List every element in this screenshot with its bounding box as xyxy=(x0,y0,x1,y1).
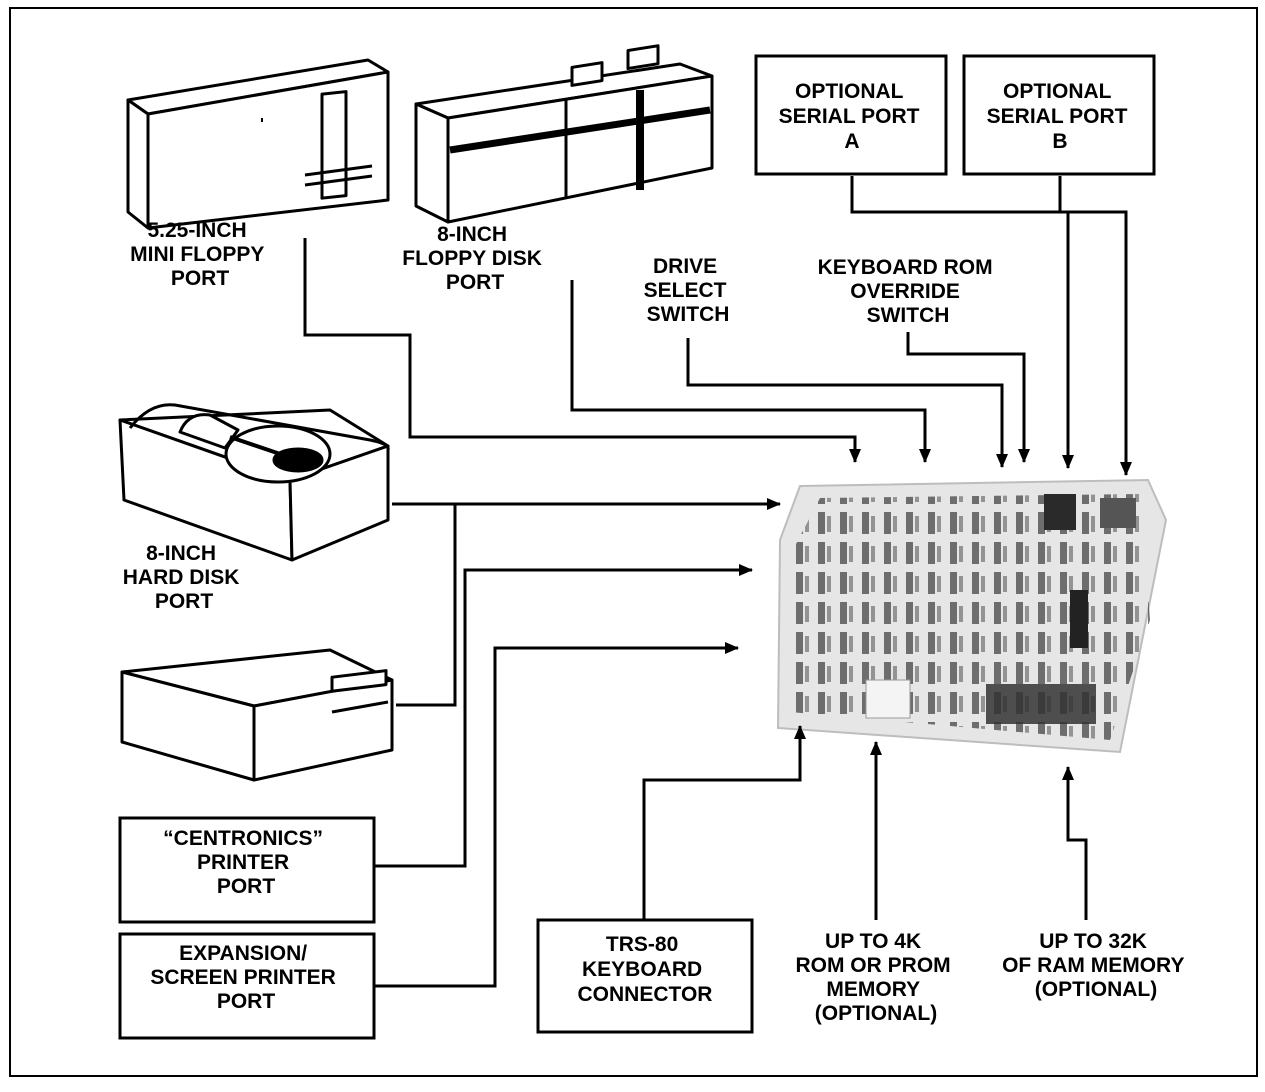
system-unit-illustration xyxy=(120,648,394,782)
centronics-port-box xyxy=(118,816,376,924)
rom-memory-label-line-3: MEMORY xyxy=(826,978,920,1001)
rom-memory-label-line-2: ROM OR PROM xyxy=(795,954,950,977)
serial-b-label-line-3: B xyxy=(1052,130,1067,153)
serial-a-label-line-3: A xyxy=(844,130,859,153)
ram-memory-connector-line xyxy=(1062,766,1088,920)
drive-select-label: DRIVE SELECT SWITCH xyxy=(644,255,733,326)
expansion-label-line-3: PORT xyxy=(217,990,276,1013)
keyboard-connector-label-line-1: TRS-80 xyxy=(606,933,678,956)
hard-disk-label-line-1: 8-INCH xyxy=(146,542,216,565)
mini-floppy-label: 5.25-INCH MINI FLOPPY PORT xyxy=(130,219,270,290)
serial-b-label: OPTIONAL SERIAL PORT B xyxy=(987,80,1134,153)
drive-select-label-line-1: DRIVE xyxy=(653,255,717,278)
mini-floppy-connector-line xyxy=(303,238,861,463)
expansion-connector-line xyxy=(374,642,739,988)
ram-memory-label-line-1: UP TO 32K xyxy=(1039,930,1147,953)
floppy-label-line-2: FLOPPY DISK xyxy=(402,247,542,270)
mini-floppy-label-line-1: 5.25-INCH xyxy=(147,219,246,242)
keyboard-connector-label-line-3: CONNECTOR xyxy=(578,983,713,1006)
mini-floppy-label-line-2: MINI FLOPPY xyxy=(130,243,264,266)
serial-port-a-box xyxy=(754,54,948,176)
keyboard-connector-label: TRS-80 KEYBOARD CONNECTOR xyxy=(578,933,713,1006)
ram-memory-label: UP TO 32K OF RAM MEMORY (OPTIONAL) xyxy=(1002,930,1190,1001)
keyboard-rom-label-line-1: KEYBOARD ROM xyxy=(818,256,993,279)
drive-select-connector-line xyxy=(686,338,1008,468)
floppy-label-line-3: PORT xyxy=(446,271,505,294)
keyboard-rom-label-line-3: SWITCH xyxy=(867,304,950,327)
keyboard-connector-box xyxy=(536,918,754,1034)
ram-memory-label-line-3: (OPTIONAL) xyxy=(1035,978,1157,1001)
keyboard-rom-label: KEYBOARD ROM OVERRIDE SWITCH xyxy=(818,256,999,327)
serial-port-b-box xyxy=(962,54,1156,176)
serial-a-connector-line xyxy=(850,176,1074,469)
keyboard-rom-label-line-2: OVERRIDE xyxy=(850,280,960,303)
keyboard-connector-line xyxy=(642,725,806,920)
serial-b-connector-line xyxy=(1058,176,1132,476)
mini-floppy-label-line-3: PORT xyxy=(171,267,230,290)
centronics-connector-line xyxy=(374,564,753,868)
rom-memory-label-line-1: UP TO 4K xyxy=(825,930,921,953)
centronics-label-line-1: “CENTRONICS” xyxy=(163,827,323,850)
eight-inch-floppy-drive-illustration xyxy=(414,44,714,224)
serial-a-label-line-1: OPTIONAL xyxy=(795,80,904,103)
expansion-label-line-1: EXPANSION/ xyxy=(179,942,307,965)
keyboard-connector-label-line-2: KEYBOARD xyxy=(582,958,702,981)
outer-border xyxy=(9,7,1258,1077)
hard-disk-illustration xyxy=(118,403,390,562)
mini-floppy-drive-illustration xyxy=(126,58,390,230)
rom-memory-label: UP TO 4K ROM OR PROM MEMORY (OPTIONAL) xyxy=(795,930,956,1025)
eight-inch-floppy-label: 8-INCH FLOPPY DISK PORT xyxy=(402,223,547,294)
rom-memory-label-line-4: (OPTIONAL) xyxy=(815,1002,937,1025)
hard-disk-label: 8-INCH HARD DISK PORT xyxy=(123,542,246,613)
system-unit-connector-line xyxy=(396,504,457,707)
keyboard-rom-connector-line xyxy=(906,332,1030,463)
circuit-board-image xyxy=(776,478,1168,754)
hard-disk-label-line-2: HARD DISK xyxy=(123,566,240,589)
floppy-label-line-1: 8-INCH xyxy=(437,223,507,246)
serial-b-label-line-1: OPTIONAL xyxy=(1003,80,1112,103)
serial-b-label-line-2: SERIAL PORT xyxy=(987,105,1128,128)
hard-disk-label-line-3: PORT xyxy=(155,590,214,613)
centronics-label-line-3: PORT xyxy=(217,875,276,898)
expansion-label: EXPANSION/ SCREEN PRINTER PORT xyxy=(150,942,341,1013)
serial-a-label-line-2: SERIAL PORT xyxy=(779,105,920,128)
drive-select-label-line-2: SELECT xyxy=(644,279,727,302)
expansion-label-line-2: SCREEN PRINTER xyxy=(150,966,336,989)
centronics-label-line-2: PRINTER xyxy=(197,851,289,874)
serial-a-label: OPTIONAL SERIAL PORT A xyxy=(779,80,926,153)
ram-memory-label-line-2: OF RAM MEMORY xyxy=(1002,954,1184,977)
centronics-label: “CENTRONICS” PRINTER PORT xyxy=(163,827,329,898)
drive-select-label-line-3: SWITCH xyxy=(647,303,730,326)
floppy-connector-line xyxy=(570,280,931,463)
